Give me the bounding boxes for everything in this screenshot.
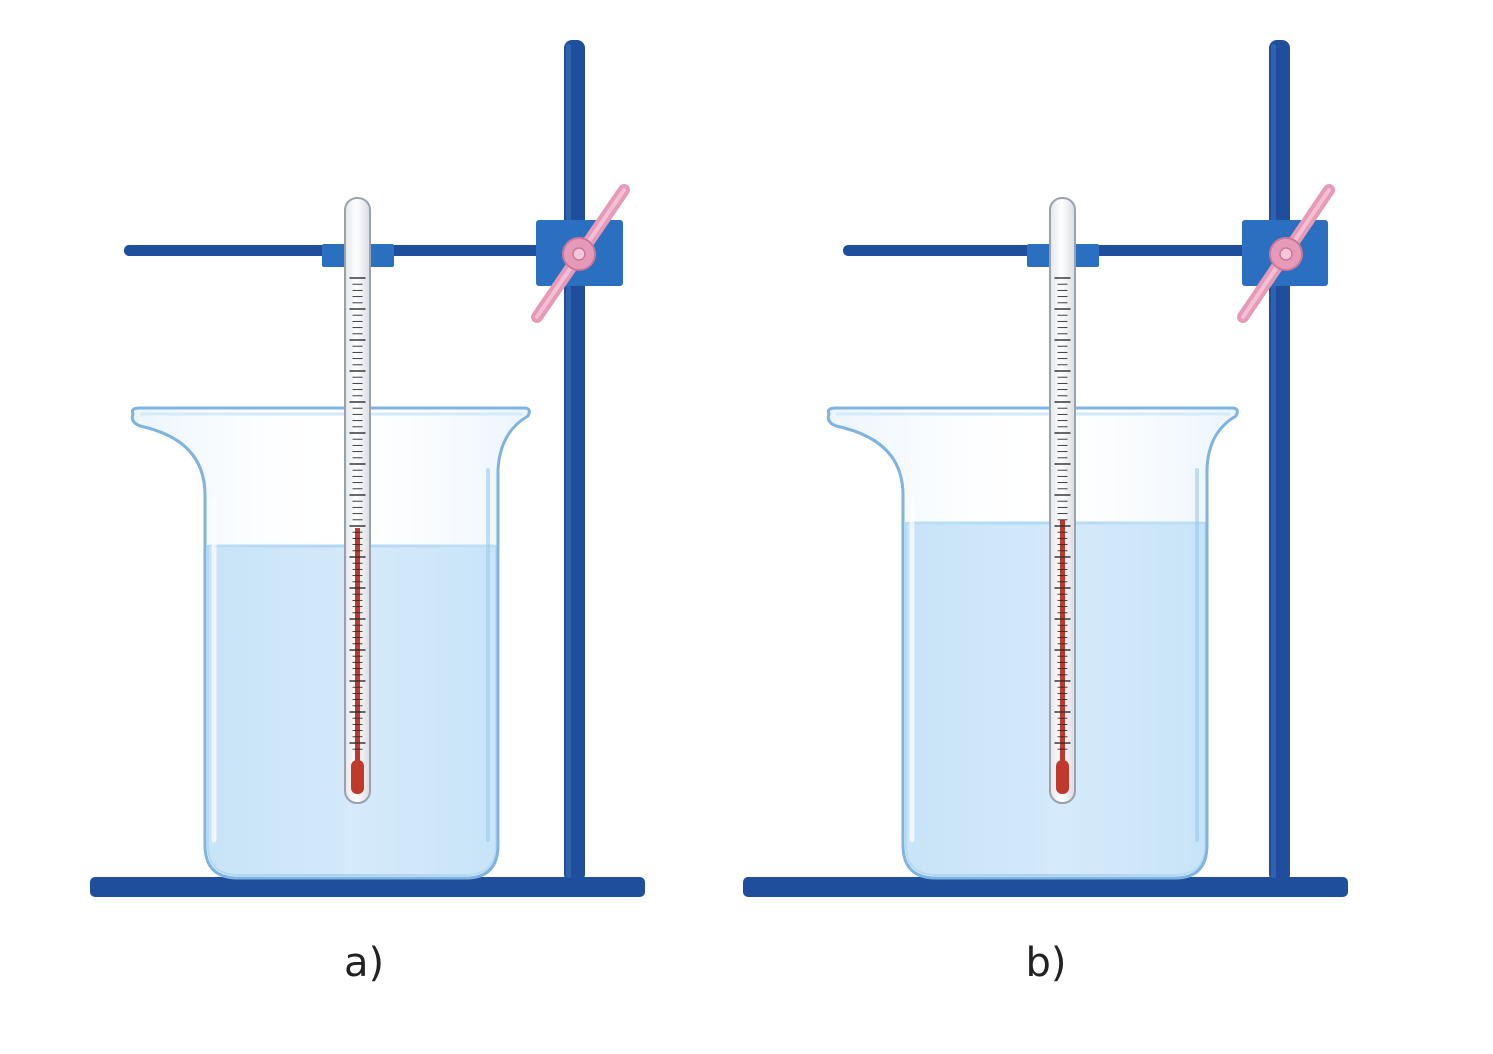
mercury-column [355,528,360,776]
beaker [826,406,1239,880]
clamp-knob-icon [1237,184,1335,323]
panel-a-label: a) [343,940,385,986]
stand-base [90,877,645,897]
thermometer-scale [349,277,366,750]
thermometer-scale [1054,277,1071,750]
beaker [130,406,531,880]
thermometer [1049,197,1076,804]
mercury-bulb [1056,760,1069,794]
mercury-column [1060,520,1065,776]
clamp-knob-icon [531,184,630,323]
mercury-bulb [351,760,364,794]
panel-b-label: b) [1025,940,1067,986]
thermometer [344,197,371,804]
panel-b [743,40,1348,897]
panel-a [90,40,645,897]
stand-base [743,877,1348,897]
